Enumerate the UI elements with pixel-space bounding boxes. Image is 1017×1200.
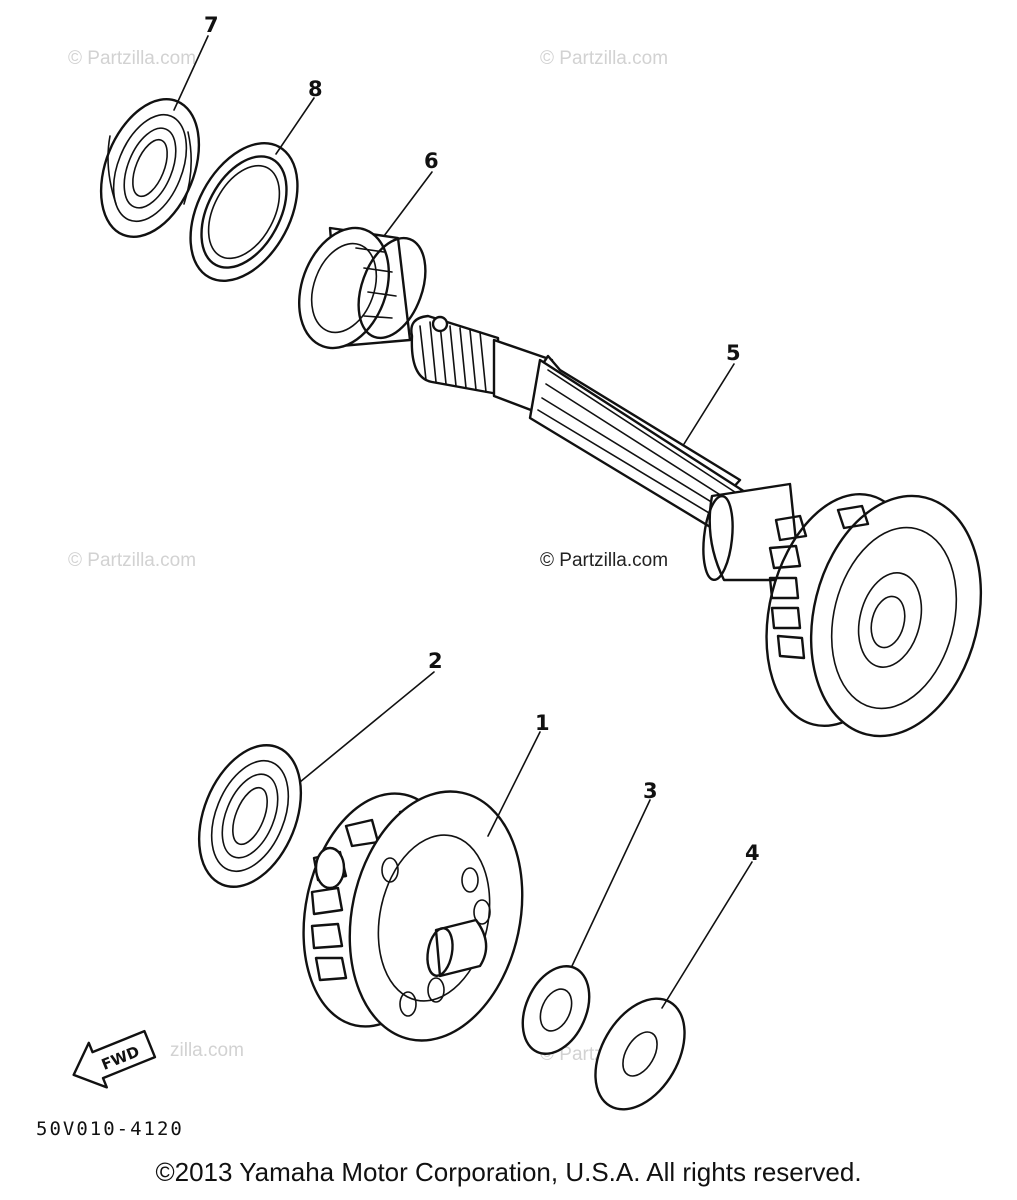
bearing-part-7 (99, 98, 201, 238)
bearing-part-2 (197, 744, 303, 888)
needle-bearing-part-6 (297, 226, 427, 350)
primary-shaft-part-5 (410, 314, 983, 738)
washer-part-3 (521, 965, 591, 1055)
gear-part-1 (302, 790, 524, 1042)
callout-8: 8 (308, 77, 323, 101)
watermark-center: © Partzilla.com (540, 550, 668, 571)
callout-6: 6 (424, 149, 439, 173)
watermark: © Partzilla.com (68, 48, 196, 69)
diagram-code: 50V010-4120 (36, 1118, 184, 1140)
washer-part-4 (594, 997, 686, 1111)
fwd-arrow-icon: FWD (72, 1029, 157, 1089)
callout-4: 4 (745, 841, 760, 865)
watermark: © Partzilla.com (540, 48, 668, 69)
leader-lines (173, 35, 753, 1009)
callout-1: 1 (535, 711, 550, 735)
copyright-notice: ©2013 Yamaha Motor Corporation, U.S.A. A… (155, 1157, 862, 1187)
callout-3: 3 (643, 779, 658, 803)
oil-seal-part-8 (189, 141, 299, 283)
callout-5: 5 (726, 341, 741, 365)
watermark: zilla.com (170, 1040, 244, 1061)
callout-7: 7 (204, 13, 219, 37)
callout-2: 2 (428, 649, 443, 673)
watermark: © Partzilla.com (68, 550, 196, 571)
